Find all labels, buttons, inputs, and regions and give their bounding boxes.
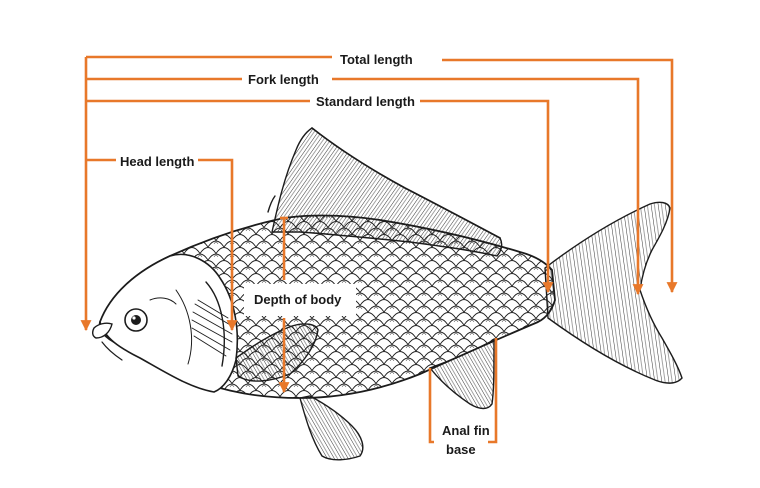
depth-of-body-label: Depth of body (254, 292, 342, 307)
total-length-line-right (442, 58, 678, 294)
fork-length-line-right (332, 77, 644, 296)
pectoral-fin (235, 323, 319, 382)
standard-length-line-right (420, 99, 554, 294)
anal-fin-base-label-line1: Anal fin (442, 423, 490, 438)
fork-length-label: Fork length (248, 72, 319, 87)
standard-length-label: Standard length (316, 94, 415, 109)
pelvic-fin (299, 395, 364, 461)
depth-of-body-label-bg (244, 284, 356, 316)
fish-head (91, 253, 239, 393)
anal-fin-base-bracket-right (488, 338, 498, 444)
fish-illustration (91, 127, 683, 461)
measurement-lines (80, 55, 678, 444)
head-length-label: Head length (120, 154, 194, 169)
anal-fin-base-label-line2: base (446, 442, 476, 457)
caudal-fin (544, 201, 683, 384)
head-length-line-right (198, 158, 238, 332)
labels: Total length Fork length Standard length… (120, 52, 490, 457)
anal-fin-base-bracket-left (428, 368, 434, 444)
total-length-label: Total length (340, 52, 413, 67)
